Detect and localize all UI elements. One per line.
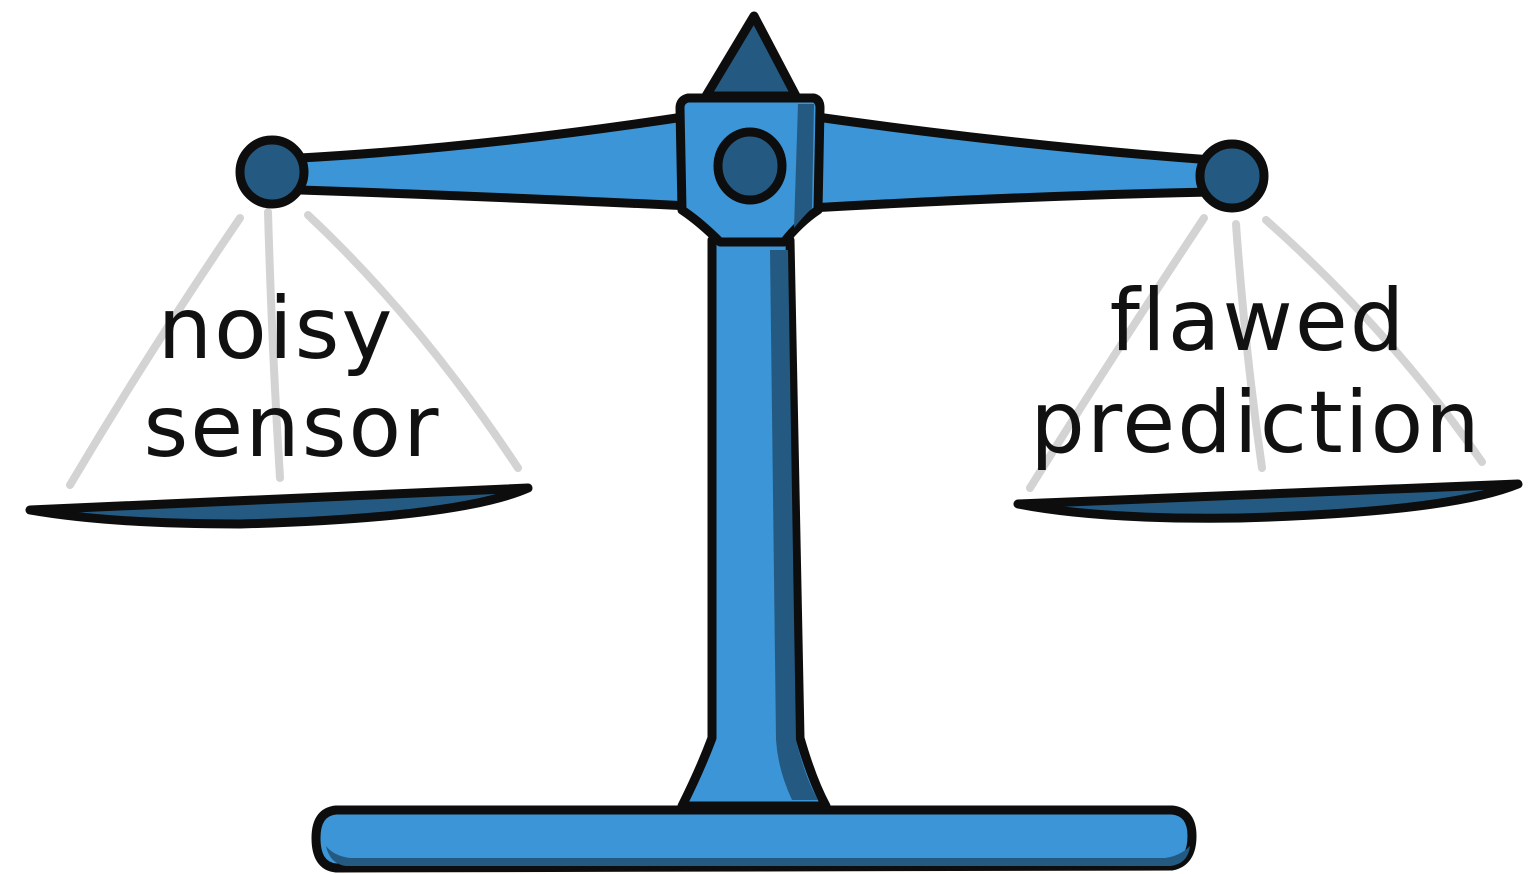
scale-pointer [706,16,796,96]
right-knob-icon [1200,144,1264,208]
scale-pillar [682,240,826,806]
left-pan [30,488,528,524]
right-pan [1018,484,1518,518]
pivot-icon [718,132,782,200]
right-pan-label-line2: prediction [1030,373,1481,473]
left-knob-icon [240,140,304,204]
right-pan-label-line1: flawed [1110,271,1407,371]
scale-hub [680,98,820,242]
left-pan-label-line1: noisy [158,279,395,379]
left-pan-label-line2: sensor [143,377,440,477]
scale-base [316,810,1192,868]
